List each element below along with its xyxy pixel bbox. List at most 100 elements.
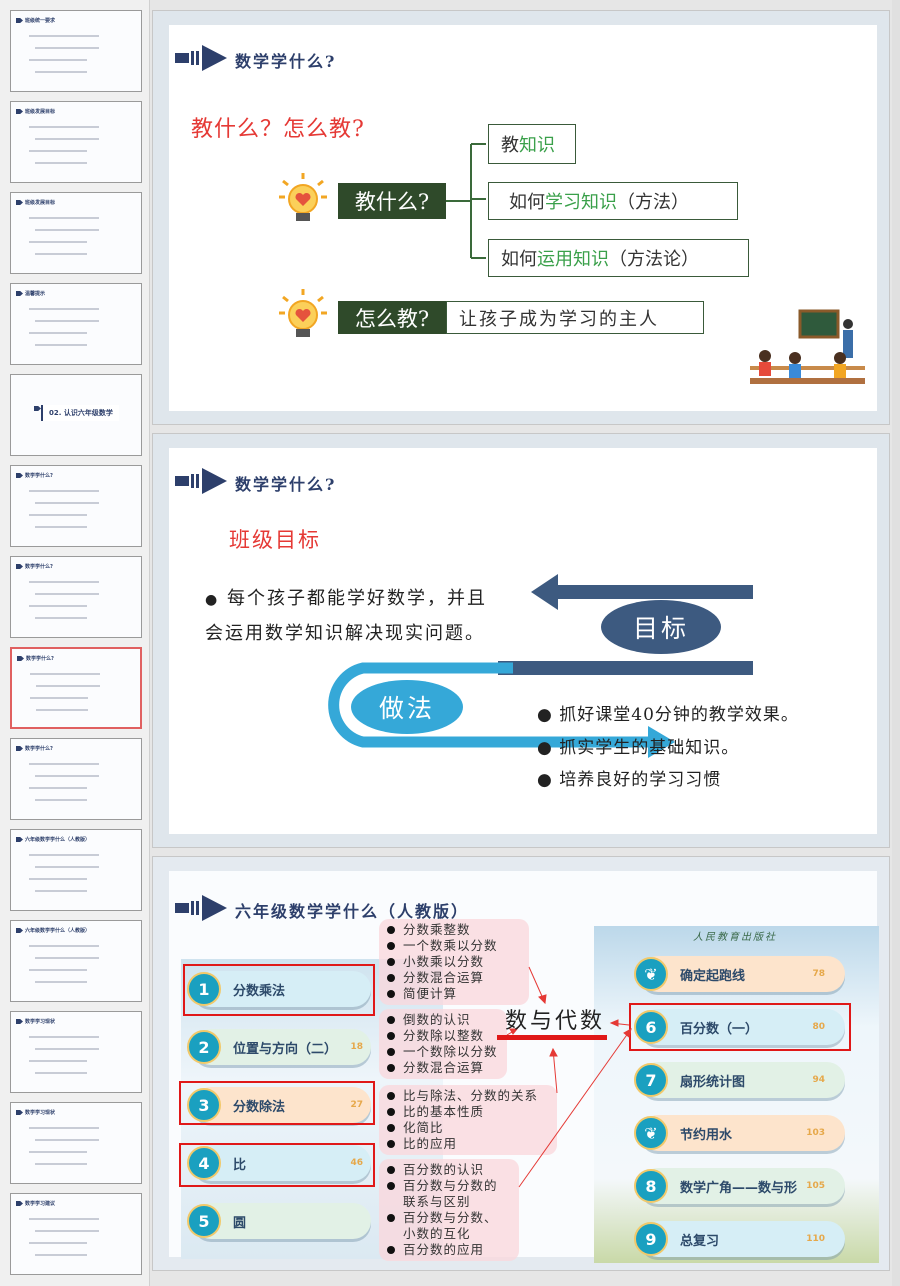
slide-thumbnail[interactable]: 数学学习现状 bbox=[10, 1011, 142, 1093]
note-item: 化简比 bbox=[385, 1120, 551, 1136]
note-ratio: 比与除法、分数的关系比的基本性质化简比比的应用 bbox=[379, 1085, 557, 1155]
thumbnail-content bbox=[29, 1242, 87, 1244]
unit-label: 分数除法 bbox=[233, 1099, 286, 1115]
thumbnail-content bbox=[29, 787, 87, 789]
thumbnail-title: 六年级数学学什么（人教版） bbox=[25, 928, 91, 934]
slide-thumbnail[interactable]: 数学学什么? bbox=[10, 738, 142, 820]
branch-connector bbox=[446, 143, 486, 259]
slide-class-goal[interactable]: 数学学什么? 班级目标 ● 每个孩子都能学好数学，并且会运用数学知识解决现实问题… bbox=[152, 433, 890, 848]
sprout-icon: ❦ bbox=[634, 957, 668, 991]
goal-badge: 目标 bbox=[601, 600, 721, 654]
scrollbar[interactable] bbox=[892, 0, 900, 1286]
note-item: 一个数乘以分数 bbox=[385, 938, 523, 954]
thumbnail-content bbox=[29, 945, 99, 947]
thumbnail-content bbox=[29, 581, 99, 583]
thumbnail-content bbox=[35, 866, 99, 868]
thumbnail-title: 班级统一要求 bbox=[25, 18, 56, 24]
classroom-illustration bbox=[750, 309, 865, 384]
slide-thumbnail[interactable]: 六年级数学学什么（人教版） bbox=[10, 920, 142, 1002]
how-to-teach-label: 怎么教? bbox=[338, 301, 446, 334]
slide-thumbnail[interactable]: 数学学什么? bbox=[10, 647, 142, 729]
note-item: 简便计算 bbox=[385, 986, 523, 1002]
thumbnail-content bbox=[35, 890, 87, 892]
slide-thumbnail[interactable]: 数学学习现状 bbox=[10, 1102, 142, 1184]
note-percent: 百分数的认识百分数与分数的联系与区别百分数与分数、小数的互化百分数的应用 bbox=[379, 1159, 519, 1261]
thumbnail-content bbox=[30, 697, 88, 699]
slide-thumbnail[interactable]: 班级统一要求 bbox=[10, 10, 142, 92]
unit-label: 扇形统计图 bbox=[680, 1074, 746, 1090]
header-arrow-icon bbox=[175, 895, 227, 921]
branch-knowledge: 教知识 bbox=[488, 124, 576, 164]
slide-teach-what-how[interactable]: 数学学什么? 教什么？怎么教? 教什么? 教知识 如何学习知识（方法） 如何运用… bbox=[152, 10, 890, 425]
thumbnail-title: 02. 认识六年级数学 bbox=[41, 405, 119, 421]
question-heading: 教什么？怎么教? bbox=[191, 117, 365, 142]
slide-thumbnail[interactable]: 班级发展目标 bbox=[10, 192, 142, 274]
slide-title: 数学学什么? bbox=[235, 52, 337, 71]
thumbnail-content bbox=[29, 332, 87, 334]
slide-thumbnail[interactable]: 温馨提示 bbox=[10, 283, 142, 365]
slide-thumbnail[interactable]: 数学学习建议 bbox=[10, 1193, 142, 1275]
highlight-box-unit1 bbox=[183, 964, 375, 1016]
slide-thumbnail[interactable]: 数学学什么? bbox=[10, 465, 142, 547]
note-item: 比与除法、分数的关系 bbox=[385, 1088, 551, 1104]
unit-page: 18 bbox=[350, 1042, 363, 1052]
unit-label: 节约用水 bbox=[680, 1127, 733, 1143]
unit-label: 确定起跑线 bbox=[680, 968, 746, 984]
unit-number-badge: 5 bbox=[187, 1204, 221, 1238]
note-item: 小数乘以分数 bbox=[385, 954, 523, 970]
unit-number-badge: 6 bbox=[634, 1010, 668, 1044]
thumbnail-content bbox=[35, 593, 99, 595]
thumbnail-content bbox=[30, 673, 100, 675]
note-item: 分数乘整数 bbox=[385, 922, 523, 938]
slide-thumbnail[interactable]: 班级发展目标 bbox=[10, 101, 142, 183]
thumbnail-content bbox=[35, 229, 99, 231]
thumbnail-content bbox=[29, 1127, 99, 1129]
slide-title: 六年级数学学什么（人教版） bbox=[235, 902, 470, 921]
thumbnail-content bbox=[29, 217, 99, 219]
thumbnail-content bbox=[36, 685, 100, 687]
header-arrow-icon bbox=[175, 45, 227, 71]
slide-thumbnail-panel[interactable]: 班级统一要求班级发展目标班级发展目标温馨提示 02. 认识六年级数学数学学什么? 数… bbox=[0, 0, 150, 1286]
unit-page: 46 bbox=[350, 1158, 363, 1168]
note-item: 百分数与分数、 bbox=[385, 1210, 513, 1226]
header-arrow-icon bbox=[175, 468, 227, 494]
note-item: 百分数的应用 bbox=[385, 1242, 513, 1258]
thumbnail-title: 数学学什么? bbox=[26, 656, 54, 662]
slide-thumbnail[interactable]: 02. 认识六年级数学 bbox=[10, 374, 142, 456]
thumbnail-title: 温馨提示 bbox=[25, 291, 46, 297]
thumbnail-content bbox=[29, 308, 99, 310]
unit-number-badge: 8 bbox=[634, 1169, 668, 1203]
unit-number-badge: 2 bbox=[187, 1030, 221, 1064]
unit-label: 总复习 bbox=[680, 1233, 720, 1249]
class-goal-heading: 班级目标 bbox=[229, 528, 321, 552]
unit-label: 百分数（一） bbox=[680, 1021, 759, 1037]
slide-thumbnail[interactable]: 六年级数学学什么（人教版） bbox=[10, 829, 142, 911]
thumbnail-content bbox=[29, 126, 99, 128]
thumbnail-content bbox=[35, 1254, 87, 1256]
note-item: 百分数与分数的 bbox=[385, 1178, 513, 1194]
highlight-box-unit4 bbox=[179, 1143, 375, 1187]
slide-thumbnail[interactable]: 数学学什么? bbox=[10, 556, 142, 638]
unit-page: 78 bbox=[812, 969, 825, 979]
thumbnail-content bbox=[29, 969, 87, 971]
thumbnail-content bbox=[35, 617, 87, 619]
thumbnail-content bbox=[35, 320, 99, 322]
method-badge: 做法 bbox=[351, 680, 463, 734]
unit-page: 80 bbox=[812, 1022, 825, 1032]
thumbnail-title: 数学学什么? bbox=[25, 564, 53, 570]
center-topic: 数与代数 bbox=[505, 1009, 606, 1034]
method-item: ● 抓实学生的基础知识。 bbox=[537, 738, 740, 758]
thumbnail-content bbox=[35, 253, 87, 255]
note-item: 联系与区别 bbox=[403, 1194, 471, 1209]
thumbnail-content bbox=[36, 709, 88, 711]
unit-number-badge: 3 bbox=[187, 1088, 221, 1122]
thumbnail-content bbox=[29, 59, 87, 61]
note-item: 一个数除以分数 bbox=[385, 1044, 501, 1060]
slide-title: 数学学什么? bbox=[235, 475, 337, 494]
goal-statement: ● 每个孩子都能学好数学，并且会运用数学知识解决现实问题。 bbox=[205, 588, 487, 644]
thumbnail-content bbox=[35, 47, 99, 49]
